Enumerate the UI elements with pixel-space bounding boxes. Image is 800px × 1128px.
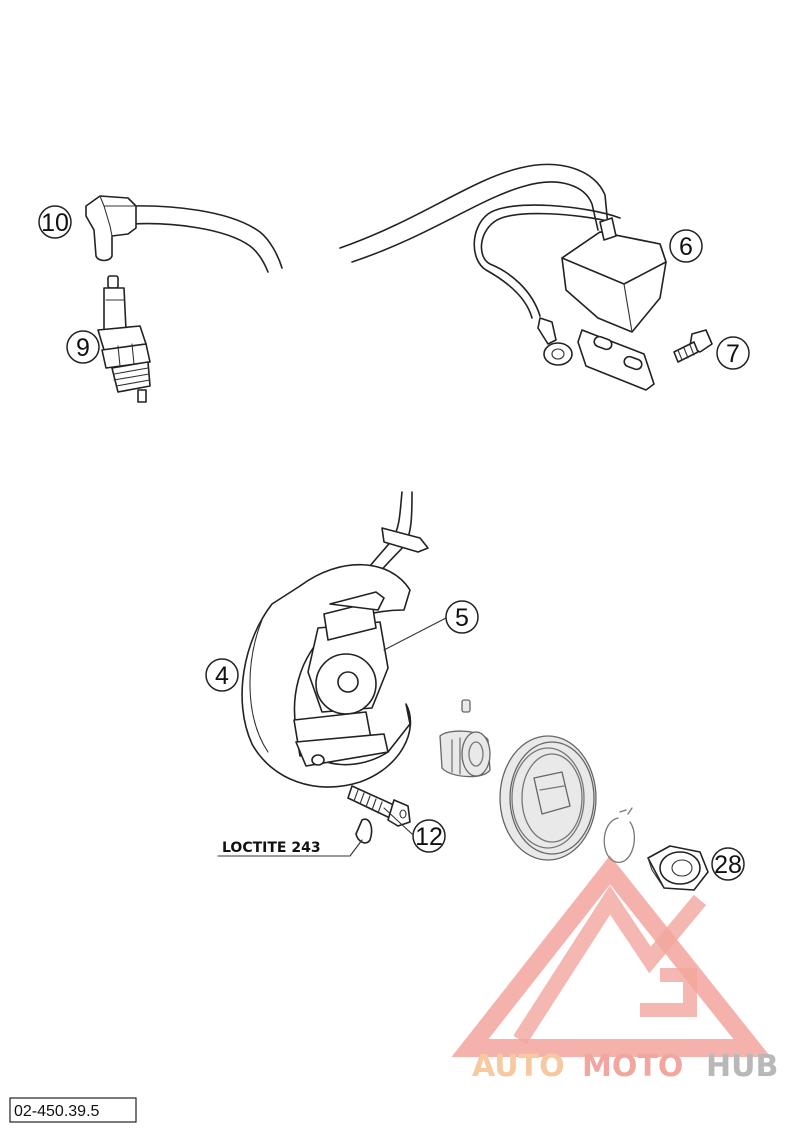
watermark-auto: AUTO (472, 1049, 565, 1084)
svg-text:10: 10 (41, 209, 69, 237)
svg-text:12: 12 (415, 823, 443, 851)
circlip (603, 807, 636, 863)
rotor-flywheel (499, 735, 597, 861)
callout-6: 6 (669, 229, 703, 263)
spark-plug (97, 275, 151, 403)
svg-text:28: 28 (714, 851, 742, 879)
callout-4: 4 (205, 658, 239, 692)
watermark-moto: MOTO (582, 1049, 683, 1084)
watermark-logo (451, 855, 771, 1057)
svg-text:7: 7 (726, 340, 740, 368)
svg-text:5: 5 (455, 604, 469, 632)
watermark-hub: HUB (706, 1049, 778, 1084)
stator-plate (241, 491, 429, 788)
watermark-g-shape (640, 968, 697, 1017)
ignition-coil (339, 163, 667, 391)
rotor-nut (647, 845, 709, 891)
watermark-mark (513, 885, 707, 1045)
loctite-label: LOCTITE 243 (222, 840, 321, 856)
leader-lines (217, 617, 447, 857)
callout-28: 28 (711, 847, 745, 881)
stator-bolt (347, 785, 411, 844)
callout-12: 12 (412, 819, 446, 853)
svg-text:6: 6 (679, 233, 693, 261)
spark-plug-cap-cable (85, 195, 283, 273)
watermark-triangle (451, 855, 771, 1057)
callout-9: 9 (66, 330, 100, 364)
coil-screw (673, 329, 713, 363)
loctite-drop (355, 818, 373, 844)
reference-number: 02-450.39.5 (14, 1103, 100, 1120)
callout-7: 7 (716, 336, 750, 370)
callout-5: 5 (445, 600, 479, 634)
watermark-text: AUTO MOTO HUB (472, 1049, 778, 1084)
svg-text:9: 9 (76, 334, 90, 362)
reference-box: 02-450.39.5 (9, 1097, 137, 1123)
svg-text:4: 4 (215, 662, 229, 690)
callout-10: 10 (38, 205, 72, 239)
flywheel-hub (439, 699, 491, 778)
